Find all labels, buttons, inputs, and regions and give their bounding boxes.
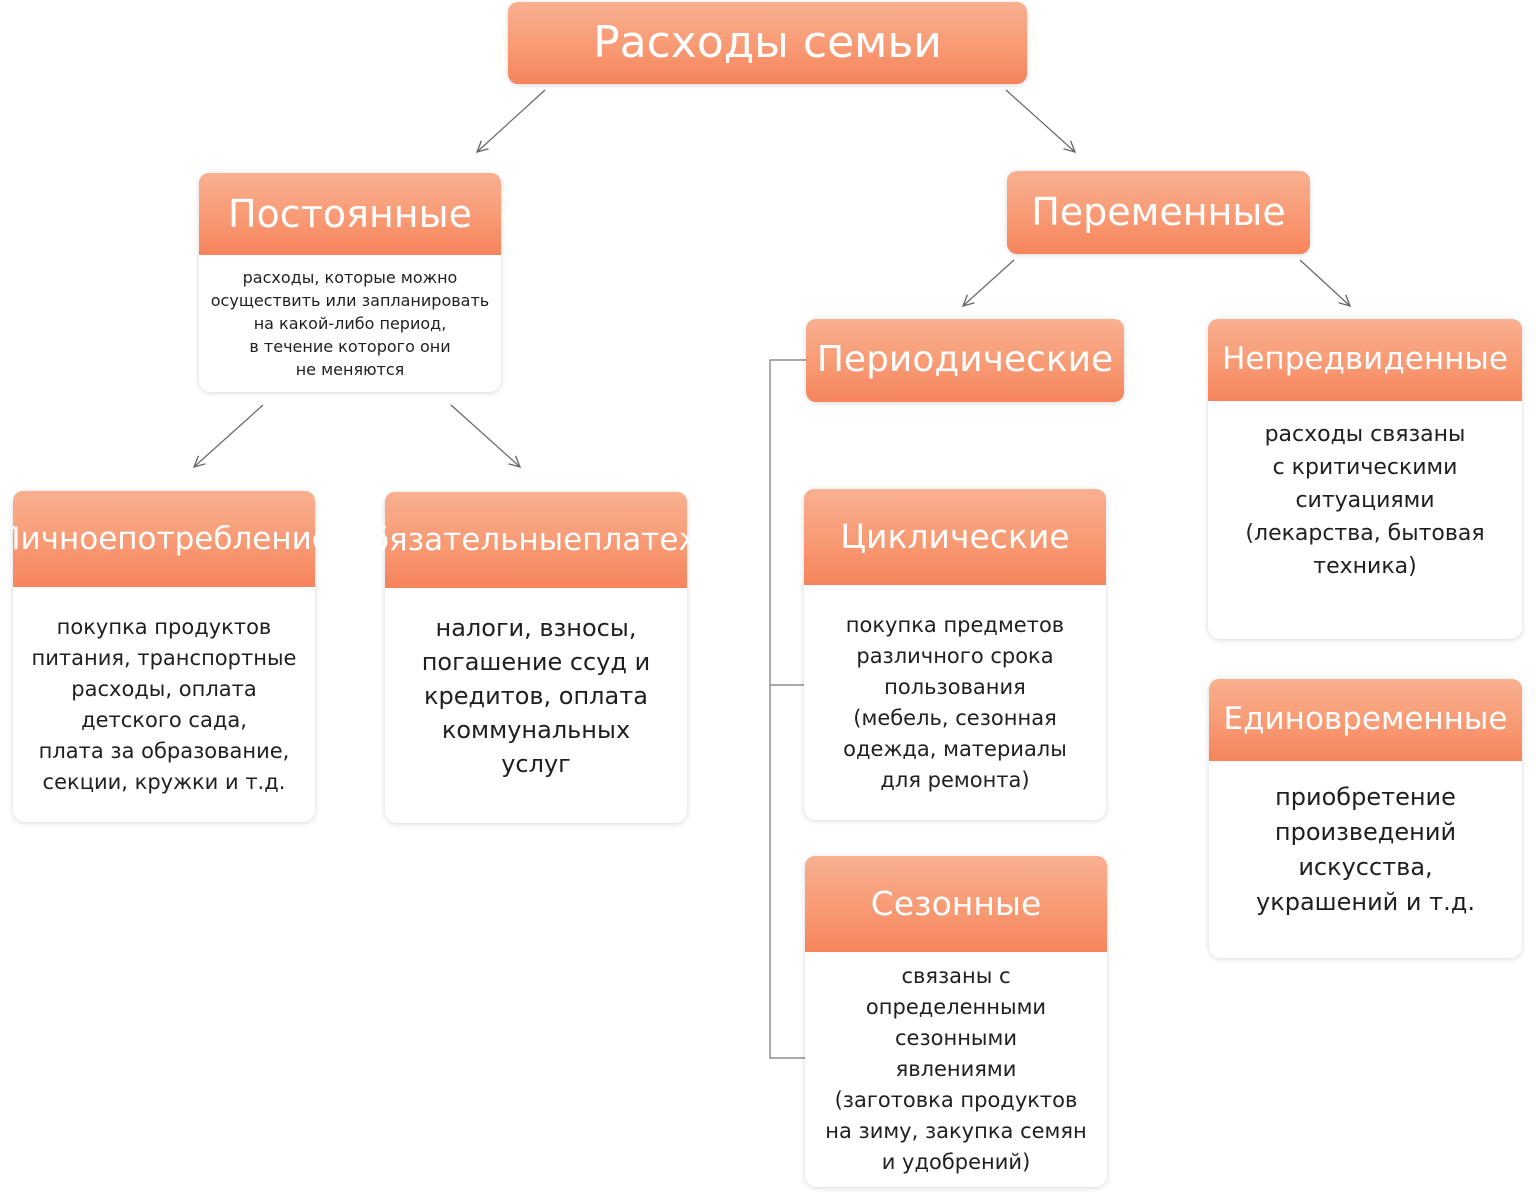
constant-expenses-title: Постоянные xyxy=(199,173,501,255)
cyclic-expenses-title: Циклические xyxy=(804,489,1106,585)
arrow-root-to-variable xyxy=(1005,89,1075,152)
periodic-expenses-title: Периодические xyxy=(806,319,1124,402)
seasonal-expenses-title: Сезонные xyxy=(805,856,1107,952)
variable-expenses-title: Переменные xyxy=(1007,171,1310,254)
arrow-constant-to-mandatory xyxy=(450,404,520,467)
arrow-root-to-constant xyxy=(477,89,546,152)
root-title: Расходы семьи xyxy=(508,2,1027,84)
unforeseen-expenses-title: Непредвиденные xyxy=(1208,319,1522,401)
periodic-expenses-node: Периодические xyxy=(806,319,1124,402)
root-node: Расходы семьи xyxy=(508,2,1027,84)
arrow-variable-to-unforeseen xyxy=(1299,259,1350,306)
mandatory-payments-title: Обязательныеплатежи xyxy=(346,492,727,588)
mandatory-payments-card: Обязательныеплатежи налоги, взносы,погаш… xyxy=(346,492,727,823)
variable-expenses-node: Переменные xyxy=(1007,171,1310,254)
onetime-expenses-title: Единовременные xyxy=(1209,679,1522,761)
arrow-constant-to-personal xyxy=(194,404,264,467)
bracket-periodic-children xyxy=(769,359,806,1059)
arrow-variable-to-periodic xyxy=(963,259,1015,306)
personal-consumption-title: Личноепотребление xyxy=(0,491,331,587)
